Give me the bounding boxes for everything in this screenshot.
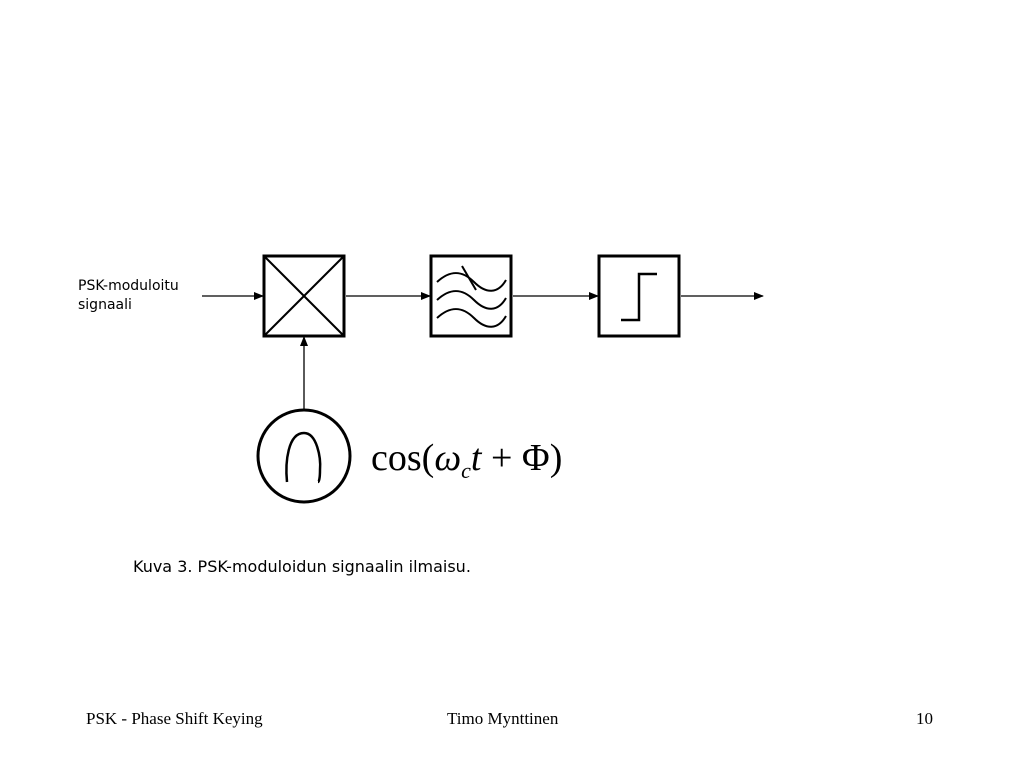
formula-prefix: cos( bbox=[371, 437, 435, 479]
decision-block bbox=[597, 254, 681, 338]
formula-phi: Φ bbox=[521, 437, 550, 479]
carrier-formula: cos(ωct + Φ) bbox=[371, 436, 562, 493]
formula-subscript: c bbox=[461, 458, 471, 483]
footer-title: PSK - Phase Shift Keying bbox=[86, 709, 263, 728]
formula-suffix: ) bbox=[549, 437, 563, 479]
footer-author: Timo Mynttinen bbox=[447, 709, 559, 728]
formula-omega: ω bbox=[434, 437, 462, 479]
input-signal-label: PSK-moduloitu signaali bbox=[78, 278, 179, 313]
filter-block bbox=[429, 254, 513, 338]
bandpass-filter-icon bbox=[436, 265, 507, 328]
formula-t: t bbox=[470, 437, 482, 479]
formula-plus: + bbox=[481, 437, 522, 479]
figure-caption: Kuva 3. PSK-moduloidun signaalin ilmaisu… bbox=[133, 557, 471, 576]
footer-page-number: 10 bbox=[916, 709, 933, 728]
step-threshold-icon bbox=[621, 272, 657, 322]
mixer-block bbox=[262, 254, 346, 338]
sine-oscillator-icon bbox=[285, 431, 322, 484]
mixer-icon bbox=[263, 255, 345, 337]
oscillator-block bbox=[256, 408, 352, 504]
